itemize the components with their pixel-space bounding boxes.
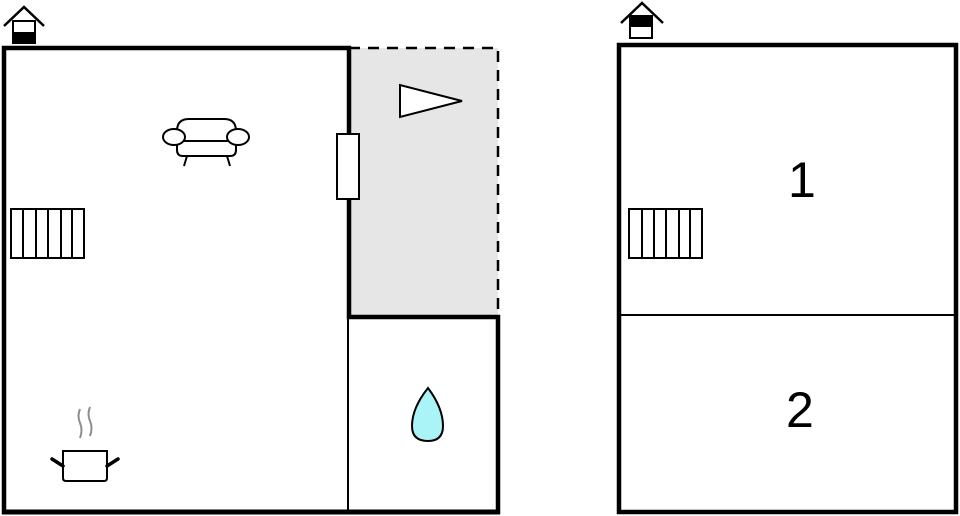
cooking-pot-icon: [50, 406, 120, 482]
water-drop-icon: [410, 386, 445, 443]
terrace-dashed-boundary: [349, 46, 500, 317]
radiator-icon: [10, 208, 85, 259]
room-2-label: 2: [786, 382, 814, 438]
house-upper-floor-icon: [620, 1, 664, 39]
house-ground-floor-icon: [3, 5, 45, 44]
terrace-area: [349, 48, 498, 317]
ground-floor-plan: [1, 45, 501, 515]
upper-floor-plan: [616, 42, 959, 515]
door-living-terrace: [336, 133, 360, 200]
triangle-marker-icon: [399, 83, 463, 119]
room-1-label: 1: [788, 152, 816, 208]
sofa-icon: [162, 118, 250, 167]
radiator-icon: [628, 208, 703, 259]
upper-floor-outer-wall: [616, 42, 959, 515]
